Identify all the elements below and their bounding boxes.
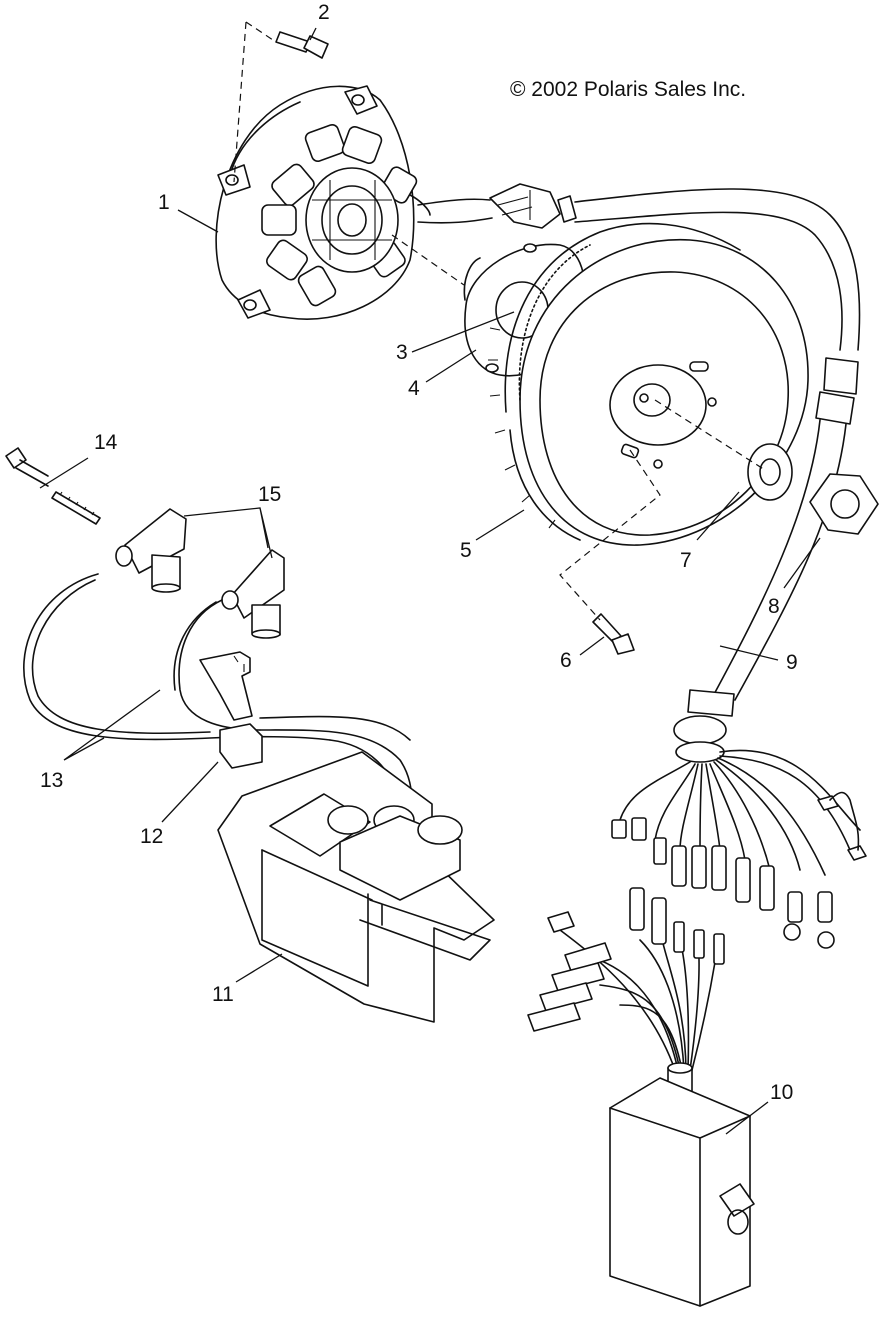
coil-bracket: [199, 651, 263, 769]
screw-2: [275, 31, 329, 59]
callout-1: 1: [158, 191, 170, 214]
screw-6: [592, 613, 635, 655]
washer: [747, 443, 793, 501]
callout-12: 12: [140, 825, 164, 848]
inline-connector: [489, 183, 577, 229]
callout-11: 11: [212, 983, 234, 1006]
callout-4: 4: [408, 377, 420, 400]
ignition-coil: [217, 751, 495, 1023]
copyright-notice: © 2002 Polaris Sales Inc.: [510, 78, 747, 101]
cdi-box: [527, 887, 755, 1307]
callout-3: 3: [396, 341, 408, 364]
callout-9: 9: [786, 651, 798, 674]
callout-7: 7: [680, 549, 692, 572]
callout-6: 6: [560, 649, 572, 672]
flywheel: [488, 222, 809, 546]
callout-8: 8: [768, 595, 780, 618]
spark-plug-caps: [115, 508, 285, 639]
callout-14: 14: [94, 431, 118, 454]
harness-connectors: [611, 715, 867, 949]
callout-5: 5: [460, 539, 472, 562]
callout-13: 13: [40, 769, 64, 792]
tie-strap: [5, 447, 101, 525]
callout-15: 15: [258, 483, 282, 506]
callout-2: 2: [318, 1, 330, 24]
callout-10: 10: [770, 1081, 794, 1104]
stator-assembly: [215, 85, 431, 320]
nut: [809, 473, 879, 535]
